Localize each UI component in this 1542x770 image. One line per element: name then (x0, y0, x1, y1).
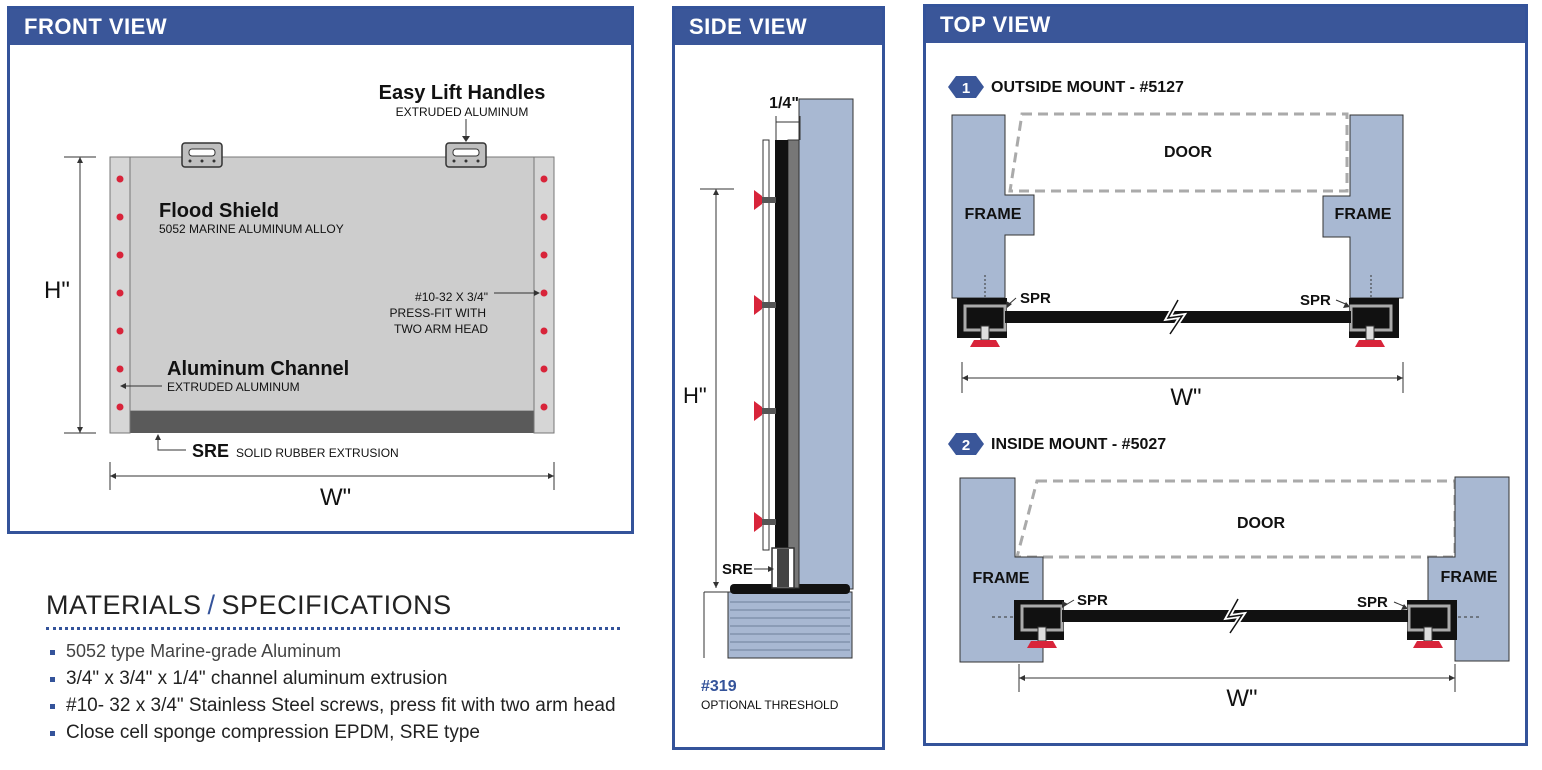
inside-frame-left-label: FRAME (973, 570, 1030, 587)
channel-title: Aluminum Channel (167, 358, 349, 380)
materials-divider (46, 627, 620, 630)
outside-title: OUTSIDE MOUNT - #5127 (991, 79, 1184, 96)
outside-frame-right (1322, 114, 1404, 299)
rubber-extrusion-bar (130, 411, 534, 433)
inside-door-outline (1015, 479, 1457, 559)
sre-title: SRE (192, 441, 229, 461)
front-width-label: W" (320, 484, 351, 511)
threshold-block (727, 591, 853, 659)
list-item: Close cell sponge compression EPDM, SRE … (46, 719, 626, 746)
lift-handle-left (181, 142, 223, 168)
threshold-subtitle: OPTIONAL THRESHOLD (701, 698, 839, 712)
side-sre-label: SRE (722, 561, 753, 578)
left-screws (116, 175, 124, 411)
side-shield-light (762, 139, 770, 551)
outside-frame-left-label: FRAME (965, 206, 1022, 223)
screw-label-2: PRESS-FIT WITH (390, 306, 486, 320)
screw-label-3: TWO ARM HEAD (394, 322, 488, 336)
materials-section: MATERIALS/SPECIFICATIONS 5052 type Marin… (46, 590, 626, 746)
outside-number-badge (948, 76, 984, 98)
front-view-header: FRONT VIEW (10, 9, 631, 45)
inside-width-label: W" (1226, 685, 1257, 712)
lift-handle-right (445, 142, 487, 168)
side-view-header: SIDE VIEW (675, 9, 882, 45)
materials-title-right: SPECIFICATIONS (221, 590, 452, 620)
threshold-number: #319 (701, 678, 737, 695)
outside-door-label: DOOR (1164, 144, 1212, 161)
threshold-cap (730, 584, 850, 594)
inside-number: 2 (962, 437, 970, 454)
inside-door-label: DOOR (1237, 515, 1285, 532)
handles-title: Easy Lift Handles (379, 82, 546, 104)
inside-spr-left: SPR (1077, 592, 1108, 609)
inside-spr-right: SPR (1357, 594, 1388, 611)
shield-title: Flood Shield (159, 200, 279, 222)
handles-subtitle: EXTRUDED ALUMINUM (396, 105, 529, 119)
list-item: 3/4" x 3/4" x 1/4" channel aluminum extr… (46, 665, 626, 692)
outside-frame-right-label: FRAME (1335, 206, 1392, 223)
outside-spr-left: SPR (1020, 290, 1051, 307)
channel-subtitle: EXTRUDED ALUMINUM (167, 380, 300, 394)
side-height-label: H" (683, 383, 707, 408)
side-screws (754, 190, 776, 532)
outside-number: 1 (962, 80, 970, 97)
quarter-inch-label: 1/4" (769, 95, 799, 112)
outside-width-label: W" (1170, 384, 1201, 411)
right-screws (540, 175, 548, 411)
side-sre-core (777, 549, 789, 587)
materials-title-slash: / (207, 590, 216, 620)
materials-title-left: MATERIALS (46, 590, 202, 620)
list-item: #10- 32 x 3/4" Stainless Steel screws, p… (46, 692, 626, 719)
outside-screws (970, 325, 1385, 347)
list-item: 5052 type Marine-grade Aluminum (46, 638, 626, 665)
inside-title: INSIDE MOUNT - #5027 (991, 436, 1166, 453)
inside-number-badge (948, 433, 984, 455)
materials-title: MATERIALS/SPECIFICATIONS (46, 590, 626, 621)
shield-subtitle: 5052 MARINE ALUMINUM ALLOY (159, 222, 344, 236)
inside-frame-right-label: FRAME (1441, 569, 1498, 586)
materials-list: 5052 type Marine-grade Aluminum 3/4" x 3… (46, 638, 626, 746)
side-shield (775, 140, 788, 550)
front-height-label: H" (44, 277, 70, 304)
outside-door-outline (1008, 112, 1349, 193)
screw-label-1: #10-32 X 3/4" (415, 290, 488, 304)
top-view-header: TOP VIEW (926, 7, 1525, 43)
threshold-hatching (730, 601, 850, 651)
inside-screws (1027, 626, 1443, 648)
flood-shield-panel (129, 156, 535, 412)
sre-subtitle: SOLID RUBBER EXTRUSION (236, 446, 399, 460)
outside-spr-right: SPR (1300, 292, 1331, 309)
